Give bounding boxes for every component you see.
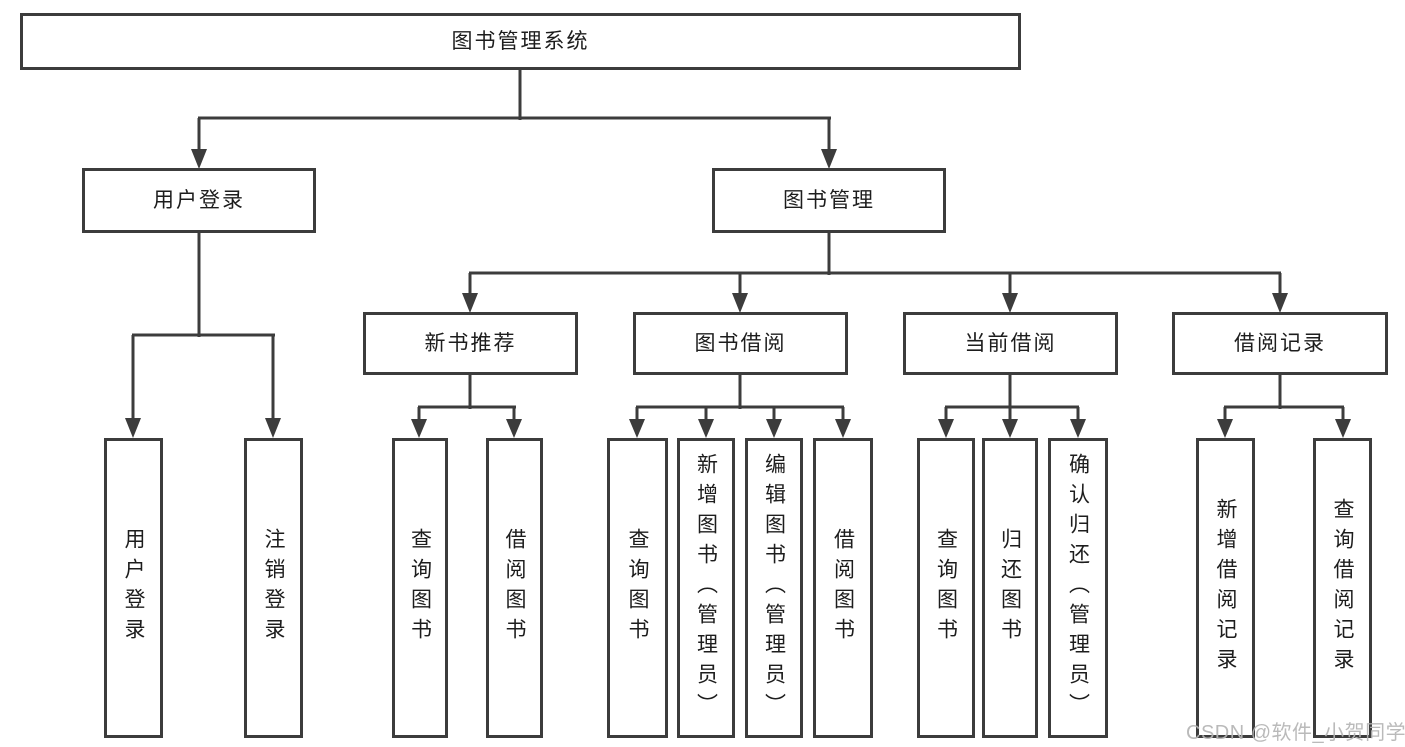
node-leaf-edit-books-admin: 编辑图书（管理员） — [745, 438, 803, 738]
node-label: 归还图书 — [998, 528, 1022, 648]
node-label: 查询图书 — [626, 528, 649, 648]
arrowhead-d2 — [1002, 419, 1018, 438]
arrowhead-user-login — [191, 149, 207, 169]
node-leaf-query-borrow-record: 查询借阅记录 — [1313, 438, 1372, 738]
node-book-management-module: 图书管理 — [712, 168, 946, 233]
arrowhead-d3 — [1070, 419, 1086, 438]
node-leaf-query-books: 查询图书 — [392, 438, 448, 738]
node-label: 新增借阅记录 — [1214, 498, 1237, 678]
arrowhead-borrow-records — [1272, 293, 1288, 313]
arrowhead-new-book — [462, 293, 478, 313]
node-label: 借阅记录 — [1234, 332, 1326, 355]
node-leaf-logout: 注销登录 — [244, 438, 303, 738]
node-label: 用户登录 — [153, 189, 245, 212]
csdn-watermark: CSDN @软件_小贺同学 — [1186, 722, 1405, 744]
node-label: 注销登录 — [262, 528, 285, 648]
node-label: 当前借阅 — [964, 332, 1057, 355]
arrowhead-c4 — [835, 419, 851, 438]
arrowhead-d1 — [938, 419, 954, 438]
node-leaf-add-borrow-record: 新增借阅记录 — [1196, 438, 1255, 738]
node-label: 确认归还（管理员） — [1066, 453, 1090, 723]
node-label: 借阅图书 — [831, 528, 855, 648]
node-leaf-user-login: 用户登录 — [104, 438, 163, 738]
node-leaf-add-books-admin: 新增图书（管理员） — [677, 438, 735, 738]
node-leaf-borrow-books: 借阅图书 — [813, 438, 873, 738]
node-leaf-query-books: 查询图书 — [607, 438, 668, 738]
node-label: 图书管理 — [783, 189, 875, 212]
arrowhead-e2 — [1335, 419, 1351, 438]
node-label: 图书借阅 — [694, 332, 787, 355]
node-new-book-recommend: 新书推荐 — [363, 312, 578, 375]
node-current-borrowing: 当前借阅 — [903, 312, 1118, 375]
node-label: 编辑图书（管理员） — [762, 453, 786, 723]
node-label: 借阅图书 — [503, 528, 526, 648]
node-user-login-module: 用户登录 — [82, 168, 316, 233]
node-label: 新书推荐 — [424, 332, 517, 355]
arrowhead-b1 — [411, 419, 427, 438]
node-leaf-confirm-return-admin: 确认归还（管理员） — [1048, 438, 1108, 738]
node-leaf-borrow-books: 借阅图书 — [486, 438, 543, 738]
arrowhead-login-leaf — [125, 418, 141, 438]
arrowhead-e1 — [1217, 419, 1233, 438]
node-library-management-system: 图书管理系统 — [20, 13, 1021, 70]
node-leaf-query-books: 查询图书 — [917, 438, 975, 738]
node-borrowing-records: 借阅记录 — [1172, 312, 1388, 375]
arrowhead-book-management — [821, 149, 837, 169]
node-label: 查询借阅记录 — [1331, 498, 1354, 678]
arrowhead-c3 — [766, 419, 782, 438]
node-book-borrowing: 图书借阅 — [633, 312, 848, 375]
node-label: 查询图书 — [934, 528, 958, 648]
arrowhead-c2 — [698, 419, 714, 438]
node-label: 用户登录 — [122, 528, 145, 648]
arrowhead-current-borrow — [1002, 293, 1018, 313]
arrowhead-c1 — [629, 419, 645, 438]
arrowhead-b2 — [506, 419, 522, 438]
arrowhead-logout-leaf — [265, 418, 281, 438]
arrowhead-book-borrow — [732, 293, 748, 313]
node-label: 查询图书 — [408, 528, 432, 648]
node-label: 新增图书（管理员） — [694, 453, 718, 723]
node-label: 图书管理系统 — [451, 30, 590, 53]
node-leaf-return-books: 归还图书 — [982, 438, 1038, 738]
